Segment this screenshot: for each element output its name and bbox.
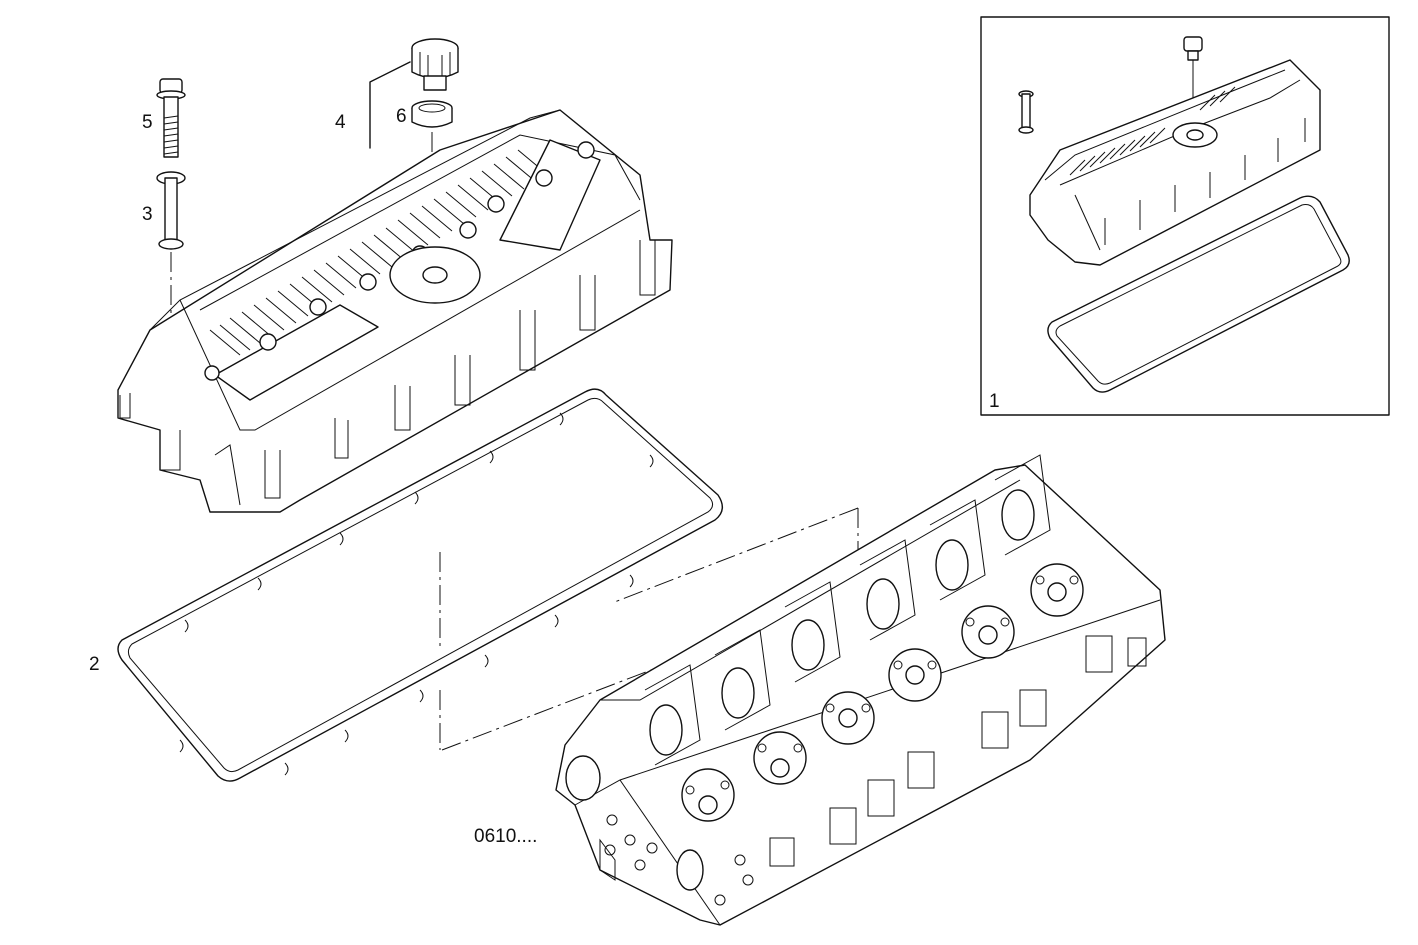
callout-1: 1 (989, 391, 1000, 412)
spacer-sleeve-part (156, 171, 186, 250)
callout-4: 4 (335, 112, 346, 133)
callout-2: 2 (89, 654, 100, 675)
callout-4-bracket (369, 61, 411, 149)
callout-3: 3 (142, 204, 153, 225)
inset-cover (1029, 59, 1321, 266)
inset-oil-cap (1183, 36, 1203, 128)
valve-cover-gasket-part (117, 388, 723, 782)
cylinder-head-part (555, 454, 1166, 926)
bolt-part (156, 78, 186, 158)
inset-bushing (1018, 90, 1034, 134)
callout-5: 5 (142, 112, 153, 133)
valve-cover-part (117, 109, 673, 513)
oil-filler-cap-part (411, 38, 459, 91)
oil-cap-seal-ring-part (411, 100, 453, 128)
inset-assembly-box: 1 (980, 16, 1390, 416)
callout-6: 6 (396, 106, 407, 127)
inset-gasket (1047, 195, 1350, 393)
callout-cylinder-head-ref: 0610.... (474, 826, 537, 847)
